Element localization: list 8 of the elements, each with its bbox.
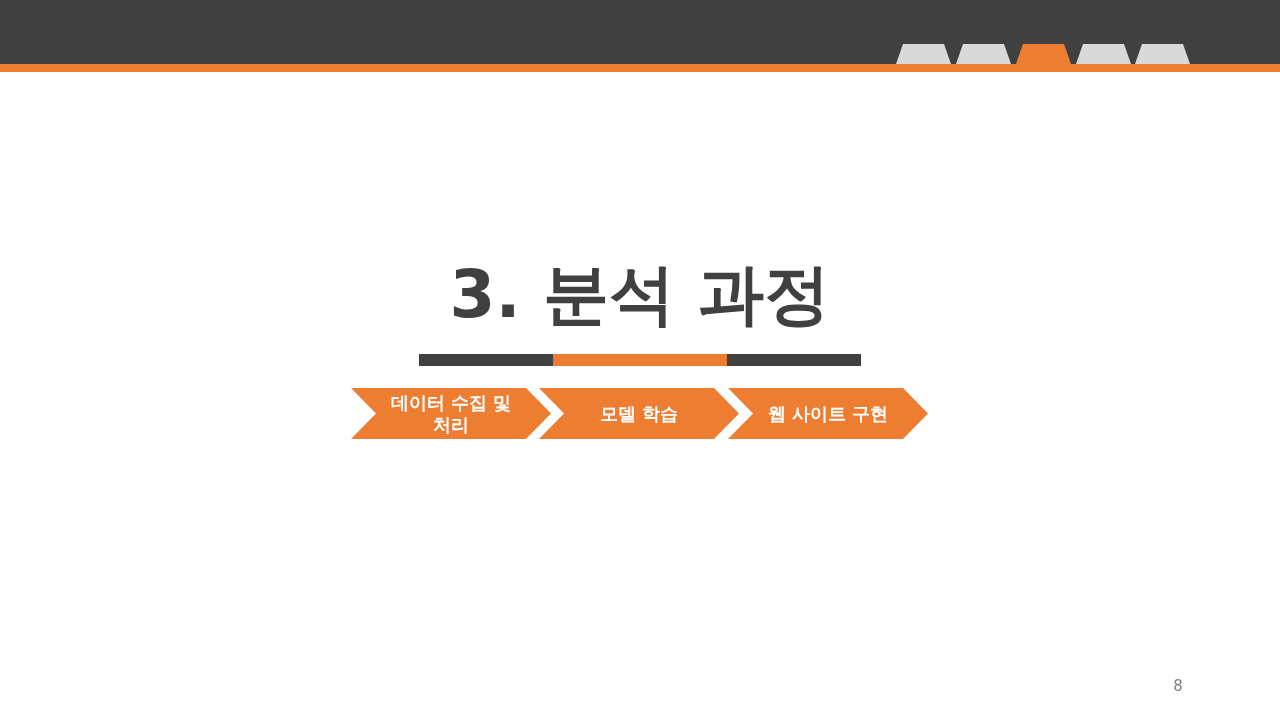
chevron-step [351,388,551,439]
chevron-step [539,388,739,439]
slide-title: 3. 분석 과정 [448,255,832,335]
chevron-step [728,388,928,439]
step-label: 데이터 수집 및 처리 [389,391,513,436]
step-label: 웹 사이트 구현 [767,402,889,425]
step-label: 모델 학습 [599,402,679,425]
page-number: 8 [1172,677,1184,695]
